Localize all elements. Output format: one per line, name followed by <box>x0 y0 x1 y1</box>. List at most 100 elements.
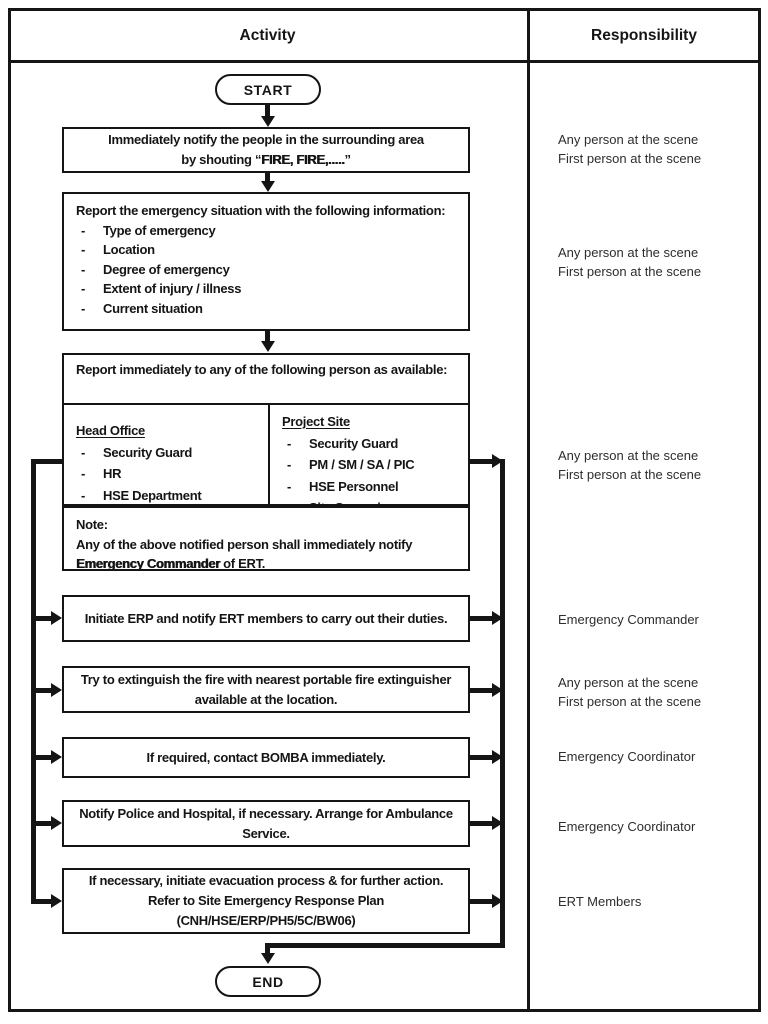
project-site-cell: Project Site - Security Guard - PM / SM / … <box>268 405 468 515</box>
list-item-label: HSE Personnel <box>309 478 399 494</box>
list-item: - Type of emergency <box>76 221 456 241</box>
bullet-dash: - <box>287 478 292 494</box>
bullet-dash: - <box>81 444 86 460</box>
text-segment: Immediately notify the people in the sur… <box>108 132 424 147</box>
node-report-persons: Report immediately to any of the followi… <box>62 353 470 515</box>
list-item-label: Current situation <box>103 300 203 316</box>
list-item: - HSE Personnel <box>282 476 462 498</box>
responsibility-line: Any person at the scene <box>558 448 699 463</box>
list-item-label: Type of emergency <box>103 222 216 238</box>
list-item: - Current situation <box>76 299 456 319</box>
list-item-label: Extent of injury / illness <box>103 281 242 296</box>
responsibility-line: Emergency Commander <box>558 612 699 627</box>
activity-column-header: Activity <box>11 11 524 60</box>
list-item-label: HSE Department <box>103 487 202 503</box>
list-item-label: Degree of emergency <box>103 261 230 277</box>
list-item-label: Security Guard <box>309 435 398 451</box>
node-evacuation-text: If necessary, initiate evacuation proces… <box>88 873 444 928</box>
connector-line <box>31 821 52 826</box>
head-office-cell: Head Office - Security Guard - HR - HSE Dep… <box>64 405 268 506</box>
activity-header-label: Activity <box>239 26 296 44</box>
responsibility-line: First person at the scene <box>558 150 702 166</box>
connector-line <box>31 616 52 621</box>
arrow-right-icon <box>492 750 503 764</box>
list-item: - Degree of emergency <box>76 260 456 280</box>
arrow-right-icon <box>492 816 503 830</box>
node-contact-bomba-text: If required, contact BOMBA immediately. <box>146 749 386 765</box>
left-trunk-line <box>31 459 36 904</box>
project-site-title: Project Site <box>282 414 350 429</box>
node-evacuation: If necessary, initiate evacuation proces… <box>62 868 470 934</box>
arrow-down-icon <box>261 953 275 964</box>
responsibility-line: First person at the scene <box>558 263 702 279</box>
responsibility-line: Emergency Coordinator <box>558 819 696 834</box>
arrow-right-icon <box>492 611 503 625</box>
node-contact-bomba: If required, contact BOMBA immediately. <box>62 737 470 778</box>
bullet-dash: - <box>287 457 292 472</box>
arrow-right-icon <box>492 683 503 697</box>
responsibility-line: First person at the scene <box>558 466 702 482</box>
note-body: Any of the above notified person shall i… <box>76 535 456 574</box>
bullet-dash: - <box>287 435 292 451</box>
responsibility-line: Any person at the scene <box>558 675 699 690</box>
responsibility-line: Any person at the scene <box>558 132 699 147</box>
bullet-dash: - <box>81 261 86 277</box>
bullet-dash: - <box>81 466 86 481</box>
arrow-right-icon <box>51 816 62 830</box>
connector-line <box>265 172 270 182</box>
connector-line <box>470 755 493 760</box>
responsibility-entry: Emergency Commander <box>558 611 699 630</box>
text-segment: of ERT. <box>219 556 266 571</box>
connector-line <box>265 104 270 117</box>
right-trunk-line <box>500 459 505 948</box>
list-item-label: HR <box>103 466 122 481</box>
list-item: - Extent of injury / illness <box>76 279 456 299</box>
arrow-right-icon <box>51 611 62 625</box>
responsibility-line: Emergency Coordinator <box>558 749 696 764</box>
head-office-title: Head Office <box>76 423 145 438</box>
list-item: -Location <box>76 240 456 260</box>
end-label: END <box>252 973 284 990</box>
arrow-down-icon <box>261 116 275 127</box>
note-text: Note: Any of the above notified person s… <box>64 508 468 574</box>
arrow-down-icon <box>261 341 275 352</box>
node-initiate-erp-text: Initiate ERP and notify ERT members to c… <box>84 610 448 626</box>
responsibility-entry: Any person at the scene First person at … <box>558 447 701 484</box>
end-node: END <box>215 966 321 997</box>
bullet-dash: - <box>81 300 86 316</box>
bullet-dash: - <box>81 222 86 238</box>
list-item: - HR <box>76 463 262 485</box>
text-bold-emergency-commander: Emergency Commander <box>76 556 220 571</box>
connector-line <box>470 821 493 826</box>
node-report-situation: Report the emergency situation with the … <box>62 192 470 331</box>
list-item: - Security Guard <box>76 442 262 464</box>
bullet-dash: - <box>81 242 86 257</box>
node-extinguish-fire: Try to extinguish the fire with nearest … <box>62 666 470 713</box>
header-divider <box>8 60 761 63</box>
responsibility-column-header: Responsibility <box>530 11 758 60</box>
list-item-label: PM / SM / SA / PIC <box>309 457 415 472</box>
text-segment: by shouting “ <box>181 152 262 167</box>
list-item: - Security Guard <box>282 433 462 455</box>
node-notify-police-hospital: Notify Police and Hospital, if necessary… <box>62 800 470 847</box>
connector-line <box>31 899 52 904</box>
connector-line <box>470 899 493 904</box>
responsibility-entry: Emergency Coordinator <box>558 748 695 767</box>
bullet-dash: - <box>81 487 86 503</box>
list-item-label: Security Guard <box>103 444 192 460</box>
arrow-right-icon <box>492 454 503 468</box>
node-initiate-erp: Initiate ERP and notify ERT members to c… <box>62 595 470 642</box>
connector-line <box>265 945 270 954</box>
connector-line <box>31 459 62 464</box>
arrow-right-icon <box>51 750 62 764</box>
connector-line <box>470 688 493 693</box>
responsibility-line: First person at the scene <box>558 693 702 709</box>
start-label: START <box>243 81 293 98</box>
node-report-situation-text: Report the emergency situation with the … <box>64 194 468 318</box>
start-node: START <box>215 74 321 105</box>
column-divider <box>527 8 530 1012</box>
report-intro: Report the emergency situation with the … <box>76 203 446 218</box>
outer-border <box>8 8 761 1012</box>
connector-line <box>470 616 493 621</box>
bullet-dash: - <box>81 281 86 296</box>
